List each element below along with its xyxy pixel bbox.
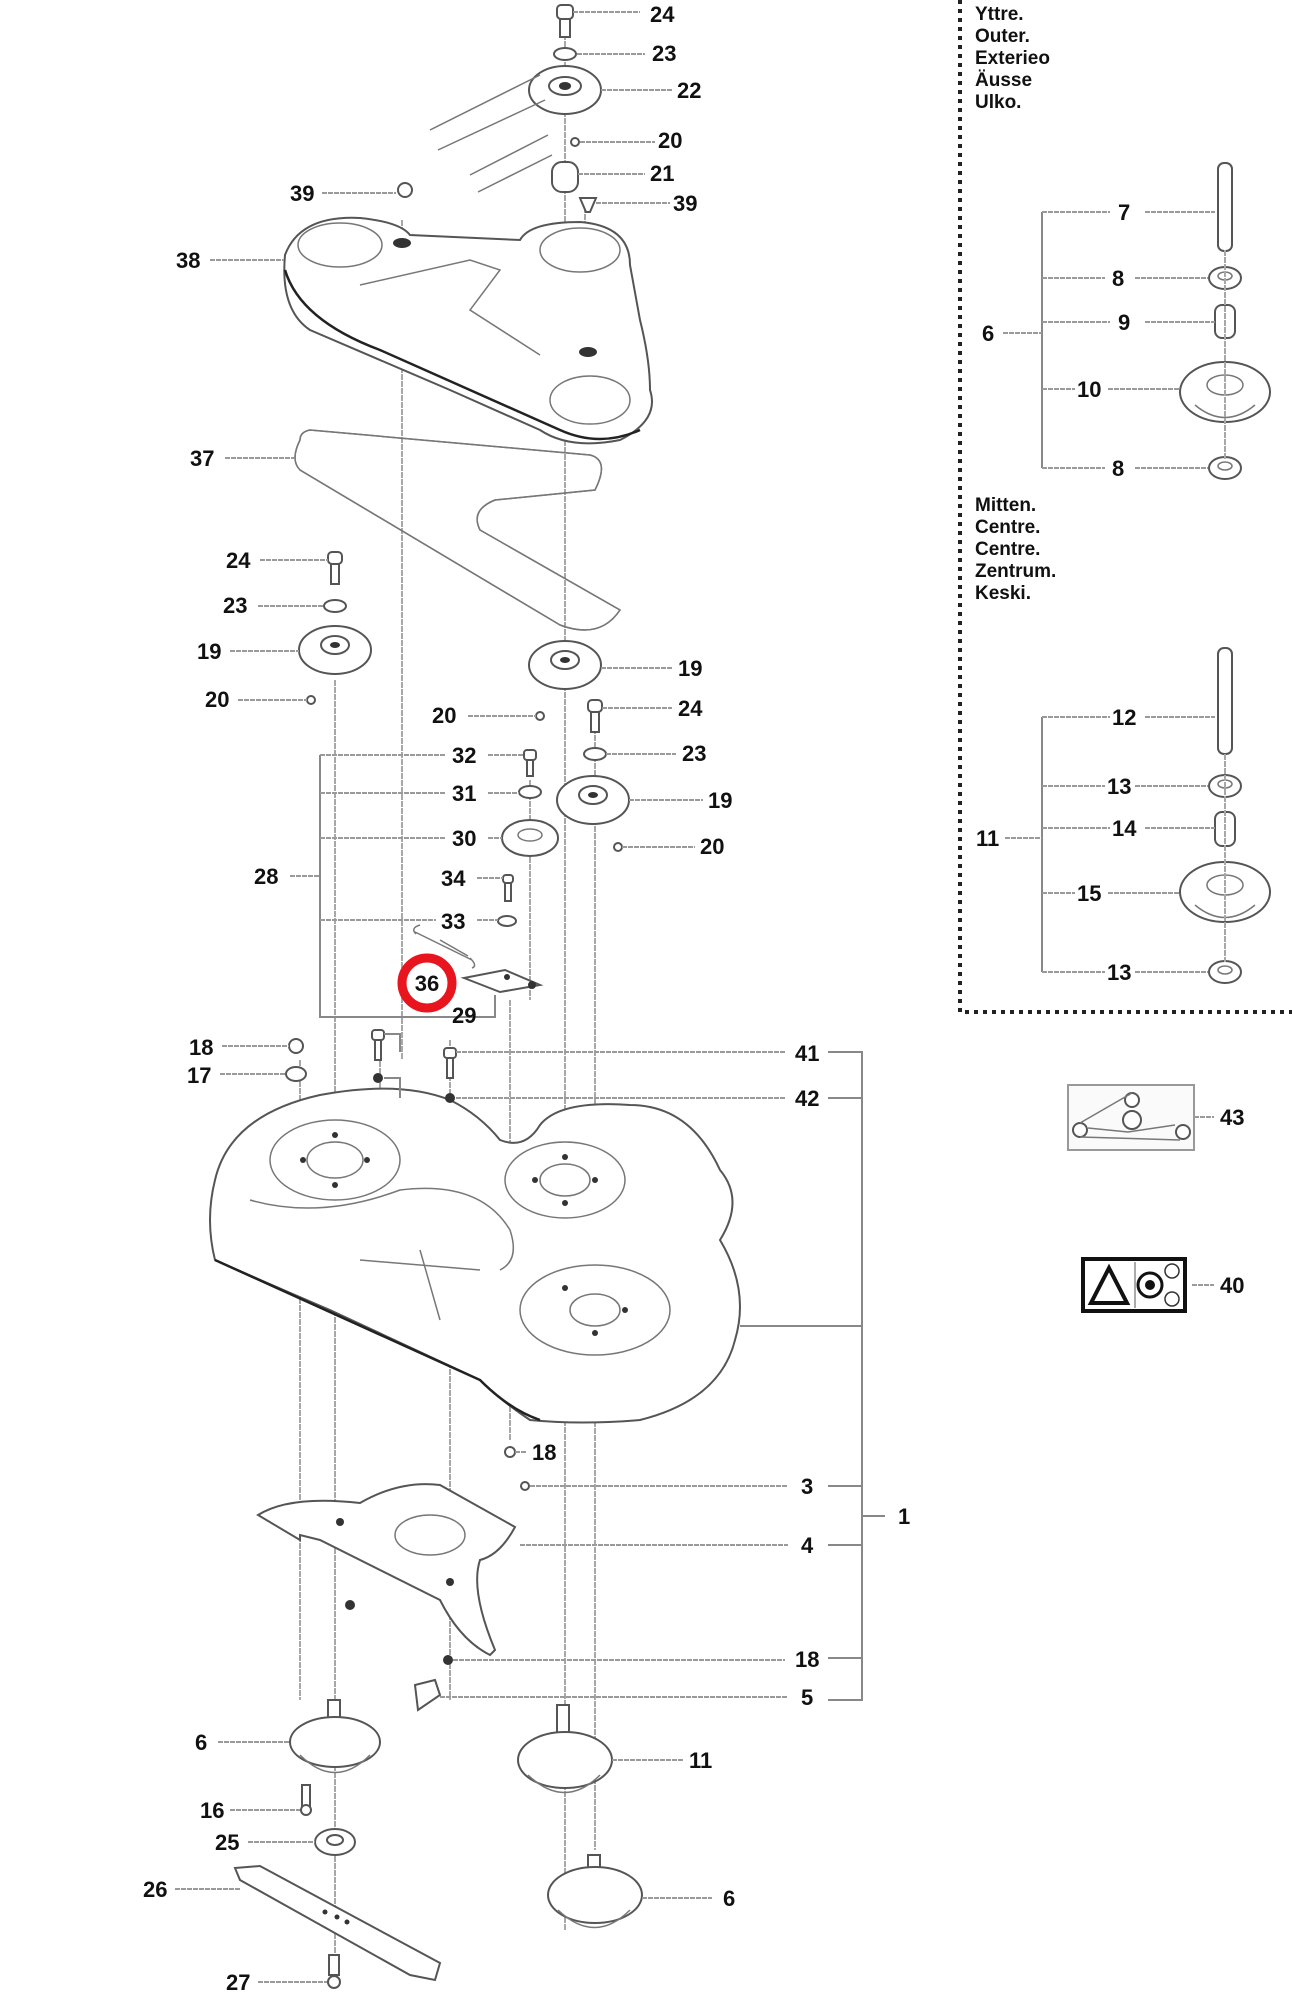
callout: 20 xyxy=(700,834,724,859)
callout: 29 xyxy=(452,1003,476,1028)
callout: 31 xyxy=(452,781,476,806)
callout: 27 xyxy=(226,1970,250,1995)
right-idler-stacks xyxy=(528,640,630,852)
callout: 34 xyxy=(441,866,466,891)
svg-text:11: 11 xyxy=(976,826,999,851)
svg-text:Keski.: Keski. xyxy=(975,583,1031,604)
callout: 22 xyxy=(677,78,701,103)
callout: 19 xyxy=(708,788,732,813)
callout: 6 xyxy=(195,1730,207,1755)
deck-fasteners xyxy=(285,1029,457,1103)
center-spindle-parts: 11 12 13 14 15 13 xyxy=(976,647,1271,985)
mower-deck xyxy=(209,1087,741,1424)
belt-routing-decal xyxy=(1067,1084,1214,1151)
callout: 26 xyxy=(143,1877,167,1902)
bracket-28 xyxy=(290,754,496,1018)
svg-text:12: 12 xyxy=(1112,705,1136,730)
outer-spindle-parts: 6 7 8 9 10 8 xyxy=(982,162,1271,481)
callout: 5 xyxy=(801,1685,813,1710)
callout: 3 xyxy=(801,1474,813,1499)
callout: 28 xyxy=(254,864,278,889)
svg-text:13: 13 xyxy=(1107,960,1131,985)
callout-labels: 24 23 22 20 21 39 39 38 37 24 23 19 20 1… xyxy=(143,2,1244,1995)
callout: 20 xyxy=(432,703,456,728)
spindle-left xyxy=(233,1699,442,1989)
callout: 42 xyxy=(795,1086,819,1111)
svg-text:15: 15 xyxy=(1077,881,1101,906)
callout: 18 xyxy=(532,1440,556,1465)
callout: 32 xyxy=(452,743,476,768)
svg-text:8: 8 xyxy=(1112,266,1124,291)
callout: 4 xyxy=(801,1533,814,1558)
callout: 37 xyxy=(190,446,214,471)
svg-text:10: 10 xyxy=(1077,377,1101,402)
svg-text:Centre.: Centre. xyxy=(975,539,1040,560)
callout: 17 xyxy=(187,1063,211,1088)
callout: 39 xyxy=(673,191,697,216)
drive-belt xyxy=(294,429,622,631)
svg-text:Exterieo: Exterieo xyxy=(975,48,1050,69)
svg-text:Zentrum.: Zentrum. xyxy=(975,561,1056,582)
svg-text:9: 9 xyxy=(1118,310,1130,335)
callout: 39 xyxy=(290,181,314,206)
callout: 23 xyxy=(652,41,676,66)
callout: 43 xyxy=(1220,1105,1244,1130)
deflector xyxy=(256,1446,530,1712)
callout: 24 xyxy=(678,696,703,721)
top-pulley-stack xyxy=(429,4,602,213)
leader-lines xyxy=(175,11,885,1983)
spindle-center xyxy=(517,1704,613,1794)
svg-text:13: 13 xyxy=(1107,774,1131,799)
svg-text:14: 14 xyxy=(1112,816,1137,841)
svg-text:Yttre.: Yttre. xyxy=(975,4,1024,25)
callout: 19 xyxy=(678,656,702,681)
callout: 41 xyxy=(795,1041,819,1066)
svg-text:Outer.: Outer. xyxy=(975,26,1030,47)
callout: 20 xyxy=(658,128,682,153)
callout: 40 xyxy=(1220,1273,1244,1298)
callout: 23 xyxy=(682,741,706,766)
callout: 21 xyxy=(650,161,674,186)
spindle-inset-panel: Yttre. Outer. Exterieo Äusse Ulko. xyxy=(958,0,1292,1014)
callout: 30 xyxy=(452,826,476,851)
svg-text:Äusse: Äusse xyxy=(975,70,1032,91)
callout: 11 xyxy=(689,1748,712,1773)
svg-text:6: 6 xyxy=(982,321,994,346)
callout: 33 xyxy=(441,909,465,934)
warning-decal xyxy=(1081,1257,1214,1313)
callout: 36 xyxy=(415,971,439,996)
spindle-right xyxy=(547,1854,643,1929)
svg-text:8: 8 xyxy=(1112,456,1124,481)
center-spindle-titles: Mitten. Centre. Centre. Zentrum. Keski. xyxy=(975,495,1056,604)
svg-text:7: 7 xyxy=(1118,200,1130,225)
highlight-circle xyxy=(397,953,457,1013)
outer-spindle-titles: Yttre. Outer. Exterieo Äusse Ulko. xyxy=(975,4,1050,113)
callout: 23 xyxy=(223,593,247,618)
callout: 16 xyxy=(200,1798,224,1823)
callout: 18 xyxy=(795,1647,819,1672)
tensioner-group xyxy=(413,749,559,994)
callout: 25 xyxy=(215,1830,239,1855)
callout: 19 xyxy=(197,639,221,664)
pulley-cover xyxy=(283,182,653,445)
svg-text:Ulko.: Ulko. xyxy=(975,92,1021,113)
callout: 20 xyxy=(205,687,229,712)
svg-text:Mitten.: Mitten. xyxy=(975,495,1036,516)
callout: 24 xyxy=(226,548,251,573)
callout: 38 xyxy=(176,248,200,273)
svg-text:Centre.: Centre. xyxy=(975,517,1040,538)
callout: 24 xyxy=(650,2,675,27)
callout: 18 xyxy=(189,1035,213,1060)
callout: 1 xyxy=(898,1504,910,1529)
callout: 6 xyxy=(723,1886,735,1911)
highlighted-callout-36[interactable]: 36 xyxy=(397,953,457,1013)
